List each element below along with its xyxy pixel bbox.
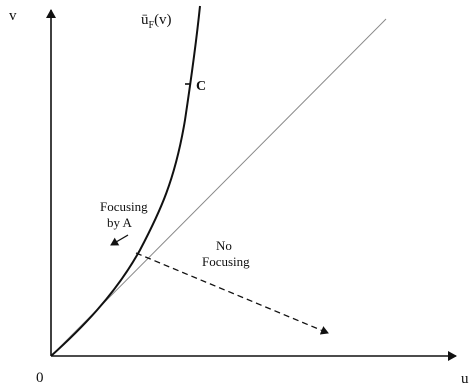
no-focusing-arrow — [135, 252, 329, 335]
origin-label: 0 — [36, 370, 44, 386]
nofocusing-label-line2: Focusing — [202, 254, 250, 269]
point-c-label: C — [196, 79, 206, 94]
focusing-boundary-curve — [50, 5, 201, 357]
focusing-label-line2: by A — [107, 215, 133, 230]
nofocusing-label-line1: No — [216, 238, 232, 253]
x-axis-label: u — [461, 371, 469, 387]
curve-label-main: ū — [141, 12, 149, 28]
curve-label-suffix: (v) — [154, 12, 172, 28]
curve-label: ūF(v) — [141, 12, 172, 31]
y-axis-label: v — [9, 8, 17, 24]
curve-label-sub: F — [149, 20, 155, 31]
focusing-arrow — [110, 234, 129, 246]
focusing-label-line1: Focusing — [100, 199, 148, 214]
